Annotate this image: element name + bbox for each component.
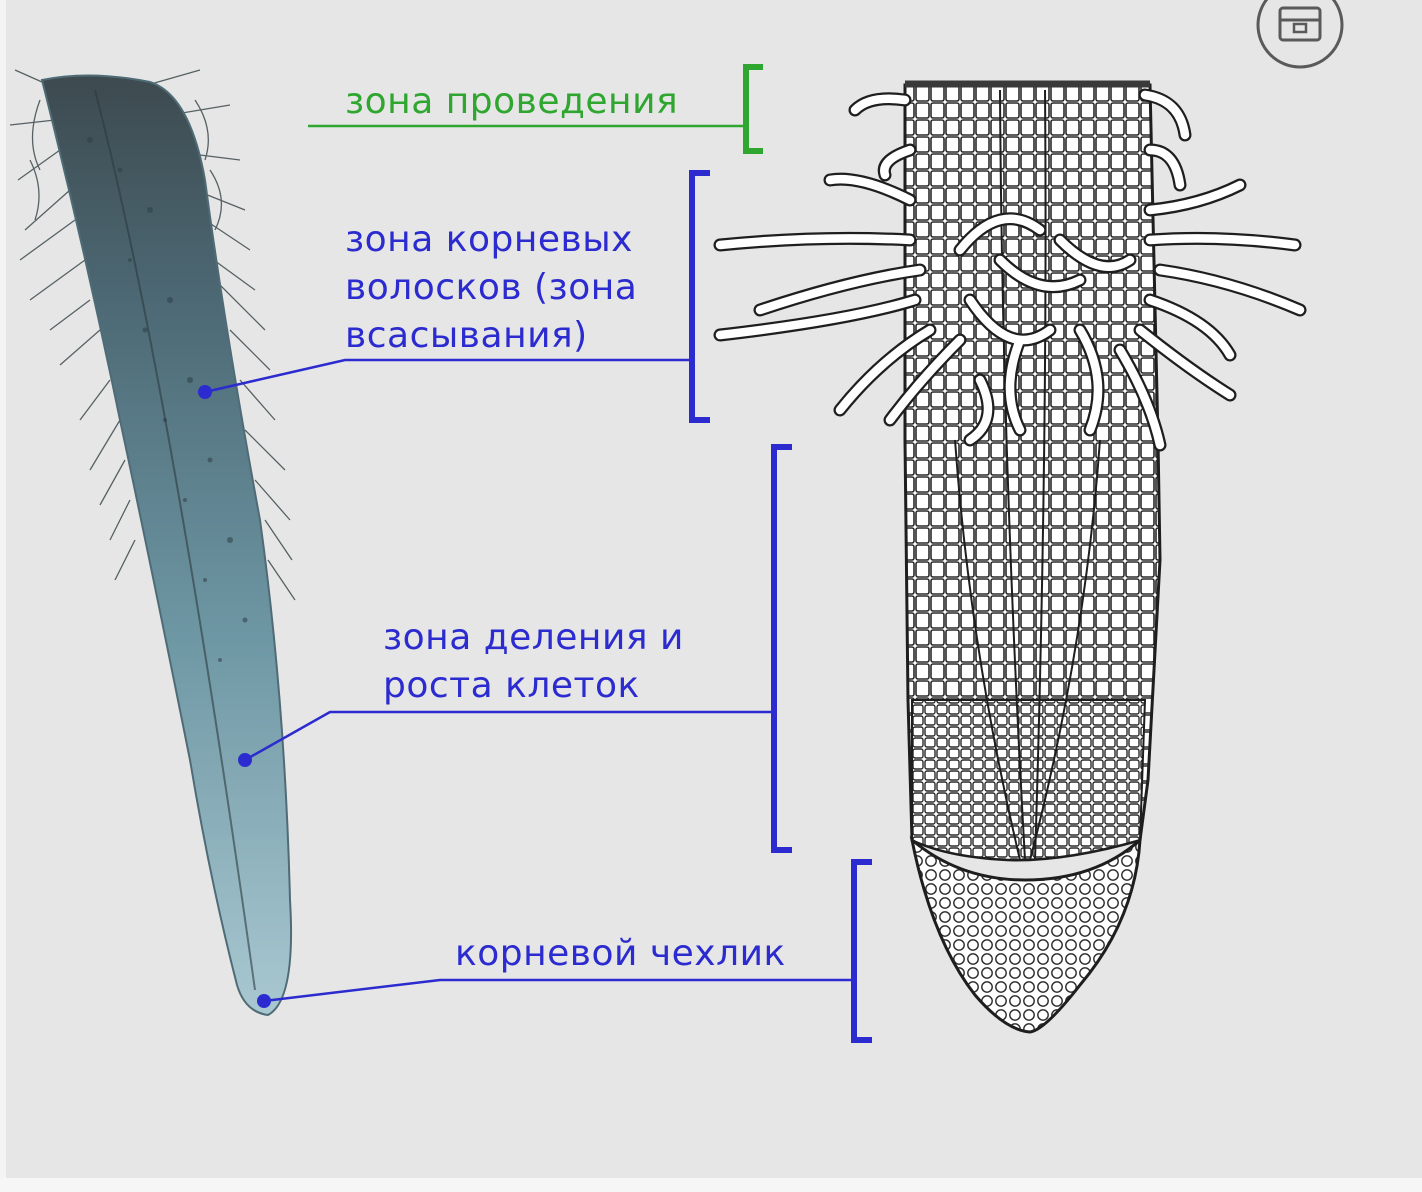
bottom-edge-strip [0,1178,1422,1192]
label-line: волосков (зона [345,264,637,312]
folder-icon[interactable] [1258,0,1342,67]
bracket-hairs [692,173,710,420]
root-photo [10,70,295,1015]
bracket-conduction [746,67,763,151]
photo-root-body [42,75,291,1015]
leader-hairs [205,360,690,392]
bracket-division [774,447,792,850]
label-line: зона проведения [345,78,678,126]
label-division-zone: зона деления и роста клеток [383,614,684,710]
label-root-cap: корневой чехлик [455,930,786,978]
label-line: роста клеток [383,662,684,710]
label-line: зона деления и [383,614,684,662]
leader-division [245,712,772,760]
zone-brackets [692,67,872,1040]
label-line: зона корневых [345,216,637,264]
label-conduction-zone: зона проведения [345,78,678,126]
root-cell-drawing [720,84,1300,1032]
drawing-meristem [912,700,1145,860]
label-root-hair-zone: зона корневых волосков (зона всасывания) [345,216,637,360]
drawing-root-cap [912,840,1140,1032]
label-line: корневой чехлик [455,930,786,978]
leader-cap [264,980,853,1001]
label-line: всасывания) [345,312,637,360]
bracket-cap [854,862,872,1040]
